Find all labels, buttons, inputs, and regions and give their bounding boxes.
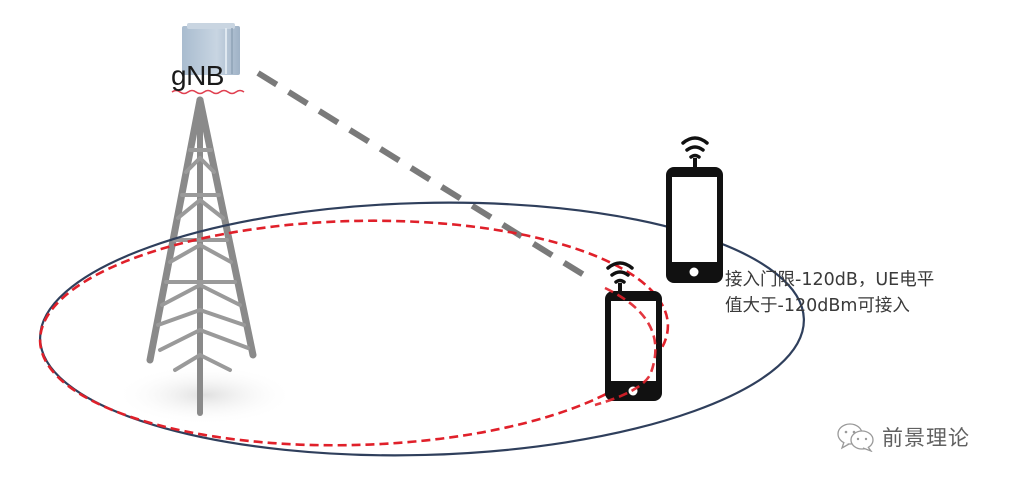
coverage-ellipse-threshold [38,219,670,447]
watermark-text: 前景理论 [882,426,970,450]
gnb-label: gNB [171,60,224,91]
threshold-overlap [594,286,657,407]
ue-phone-icon-2 [605,261,662,401]
coverage-ellipse-outer [39,201,805,457]
gnb-box-icon [182,23,240,75]
threshold-note-line1: 接入门限-120dB，UE电平 [725,270,935,290]
threshold-note-line2: 值大于-120dBm可接入 [725,296,910,316]
wechat-icon [837,423,874,452]
watermark: 前景理论 [836,422,970,452]
ue-phone-icon-1 [666,136,723,283]
tower-shadow [115,365,295,425]
link-dashed-line [256,70,594,283]
spellcheck-underline [171,89,245,95]
threshold-note: 接入门限-120dB，UE电平 值大于-120dBm可接入 [725,267,934,319]
tower-icon [146,96,257,416]
